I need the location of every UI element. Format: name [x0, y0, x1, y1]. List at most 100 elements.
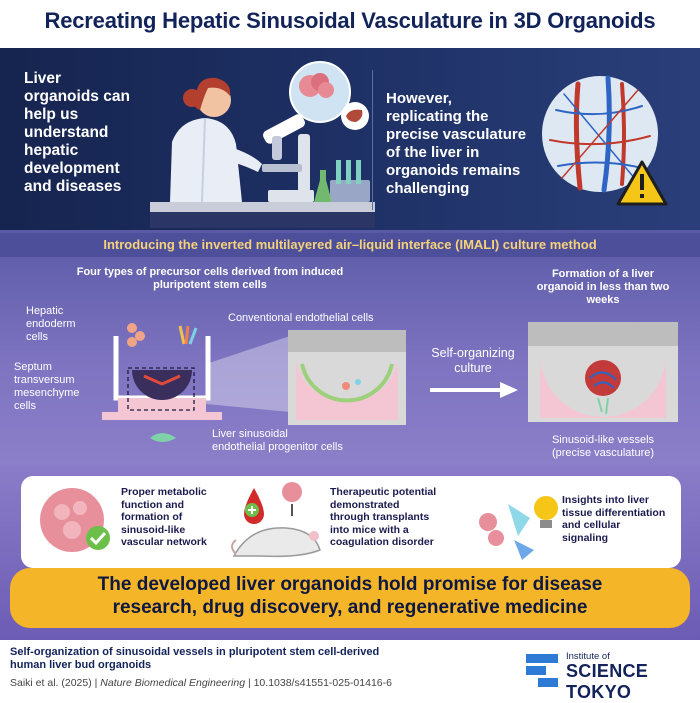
page-title: Recreating Hepatic Sinusoidal Vasculatur… — [44, 8, 656, 33]
intro-left-line: help us — [24, 106, 79, 123]
organoid-cell — [54, 504, 70, 520]
citation-authors: Saiki et al. (2025) — [10, 677, 92, 689]
intro-right-line: organoids remains — [386, 162, 521, 179]
label-line: endoderm — [26, 318, 76, 330]
vessel-red — [620, 82, 626, 186]
sinusoid-label: Sinusoid-like vessels (precise vasculatu… — [528, 434, 678, 460]
endothelial-cell — [178, 325, 186, 345]
cell-layer — [300, 363, 394, 403]
intro-left-text: Liver organoids can help us understand h… — [24, 70, 164, 196]
paper-title-line: human liver bud organoids — [10, 659, 152, 671]
capillary — [561, 89, 639, 179]
logo-bar — [538, 678, 558, 687]
intro-right-line: precise vasculature — [386, 126, 527, 143]
intro-right-line: of the liver in — [386, 144, 480, 161]
paper-title: Self-organization of sinusoidal vessels … — [10, 646, 450, 672]
capillary — [555, 105, 643, 116]
intro-right-text: However, replicating the precise vascula… — [386, 90, 536, 198]
capillary — [563, 93, 637, 181]
benefit-line: formation of — [121, 511, 183, 523]
medium-base — [102, 412, 222, 420]
progenitor-label: Liver sinusoidal endothelial progenitor … — [212, 428, 382, 454]
footer — [0, 640, 700, 700]
cell-dot — [342, 382, 350, 390]
cross-section-start — [288, 330, 406, 425]
cell-icon — [488, 530, 504, 546]
organoid-cell — [73, 501, 87, 515]
method-band — [0, 233, 700, 257]
science-tokyo-logo-icon — [526, 654, 558, 687]
label-line: culture — [454, 361, 492, 375]
medium-layer — [540, 354, 666, 418]
benefit-metabolic: Proper metabolic function and formation … — [121, 486, 231, 549]
organoid-cell — [63, 521, 81, 539]
culture-medium — [118, 398, 206, 412]
intro-left-line: Liver — [24, 70, 62, 87]
benefit-line: coagulation disorder — [330, 536, 434, 548]
organoid-icon — [282, 482, 302, 502]
cross-section-end — [528, 322, 678, 422]
label-line: Self-organizing — [431, 346, 515, 360]
intro-left-line: hepatic — [24, 142, 79, 159]
cell-icon — [508, 504, 530, 536]
label-line: Septum — [14, 361, 52, 373]
microscope-arm — [298, 134, 310, 192]
cell-icon — [479, 513, 497, 531]
intro-left-line: development — [24, 160, 120, 177]
membrane-layer — [528, 322, 678, 346]
lab-bench — [150, 202, 375, 212]
arm — [218, 144, 262, 172]
formation-line: organoid in less than two — [536, 281, 670, 293]
capillary — [549, 135, 651, 146]
label-line: transversum — [14, 374, 75, 386]
zoom-cone — [206, 336, 290, 412]
zoom-projection — [206, 336, 290, 412]
hair-bun — [183, 89, 201, 107]
precursor-title: Four types of precursor cells derived fr… — [40, 266, 380, 292]
membrane-layer — [288, 330, 406, 352]
liver-icon — [346, 109, 363, 122]
microscope-objective — [272, 136, 282, 160]
formation-line: weeks — [586, 294, 620, 306]
logo-bar — [526, 654, 558, 663]
cell-icon — [514, 540, 534, 560]
citation-doi[interactable]: 10.1038/s41551-025-01416-6 — [253, 677, 392, 689]
promise-box — [10, 568, 690, 628]
medium-layer — [296, 360, 398, 420]
intro-left-line: and diseases — [24, 178, 122, 195]
test-tube — [356, 160, 361, 184]
label-line: mesenchyme — [14, 387, 80, 399]
vessel-blue — [601, 75, 612, 193]
warning-mark — [640, 174, 644, 190]
label-line: Sinusoid-like vessels — [551, 434, 655, 446]
benefit-line: Insights into liver — [562, 494, 649, 506]
benefit-line: Therapeutic potential — [330, 486, 437, 498]
plus-mark — [248, 506, 256, 514]
sinusoid-vessels — [589, 371, 617, 389]
promise-line: research, drug discovery, and regenerati… — [112, 597, 588, 618]
check-icon — [86, 526, 110, 550]
citation-separator: | — [91, 677, 101, 689]
intro-right-line: replicating the — [386, 108, 489, 125]
hair — [194, 77, 231, 110]
vessel-red — [573, 81, 583, 191]
citation: Saiki et al. (2025) | Nature Biomedical … — [10, 677, 392, 689]
intro-right-line: challenging — [386, 180, 470, 197]
title-bar — [0, 0, 700, 48]
microscope-base — [268, 190, 314, 202]
promise-text: The developed liver organoids hold promi… — [10, 573, 690, 619]
label-line: Hepatic — [26, 305, 64, 317]
lightbulb-icon — [534, 496, 558, 520]
benefit-insights: Insights into liver tissue differentiati… — [562, 494, 682, 544]
mouse-transplant-icon — [231, 482, 321, 558]
logo-name-text: SCIENCE TOKYO — [566, 661, 649, 702]
label-line: cells — [26, 331, 49, 343]
check-mark — [89, 531, 107, 546]
conventional-endothelial-label: Conventional endothelial cells — [228, 312, 374, 324]
culture-arrow — [430, 382, 518, 398]
progenitor-cell — [150, 433, 176, 442]
benefit-therapeutic: Therapeutic potential demonstrated throu… — [330, 486, 460, 549]
lightbulb-base — [540, 520, 552, 528]
mouse-body — [232, 527, 321, 558]
mouse-ear — [309, 531, 319, 541]
